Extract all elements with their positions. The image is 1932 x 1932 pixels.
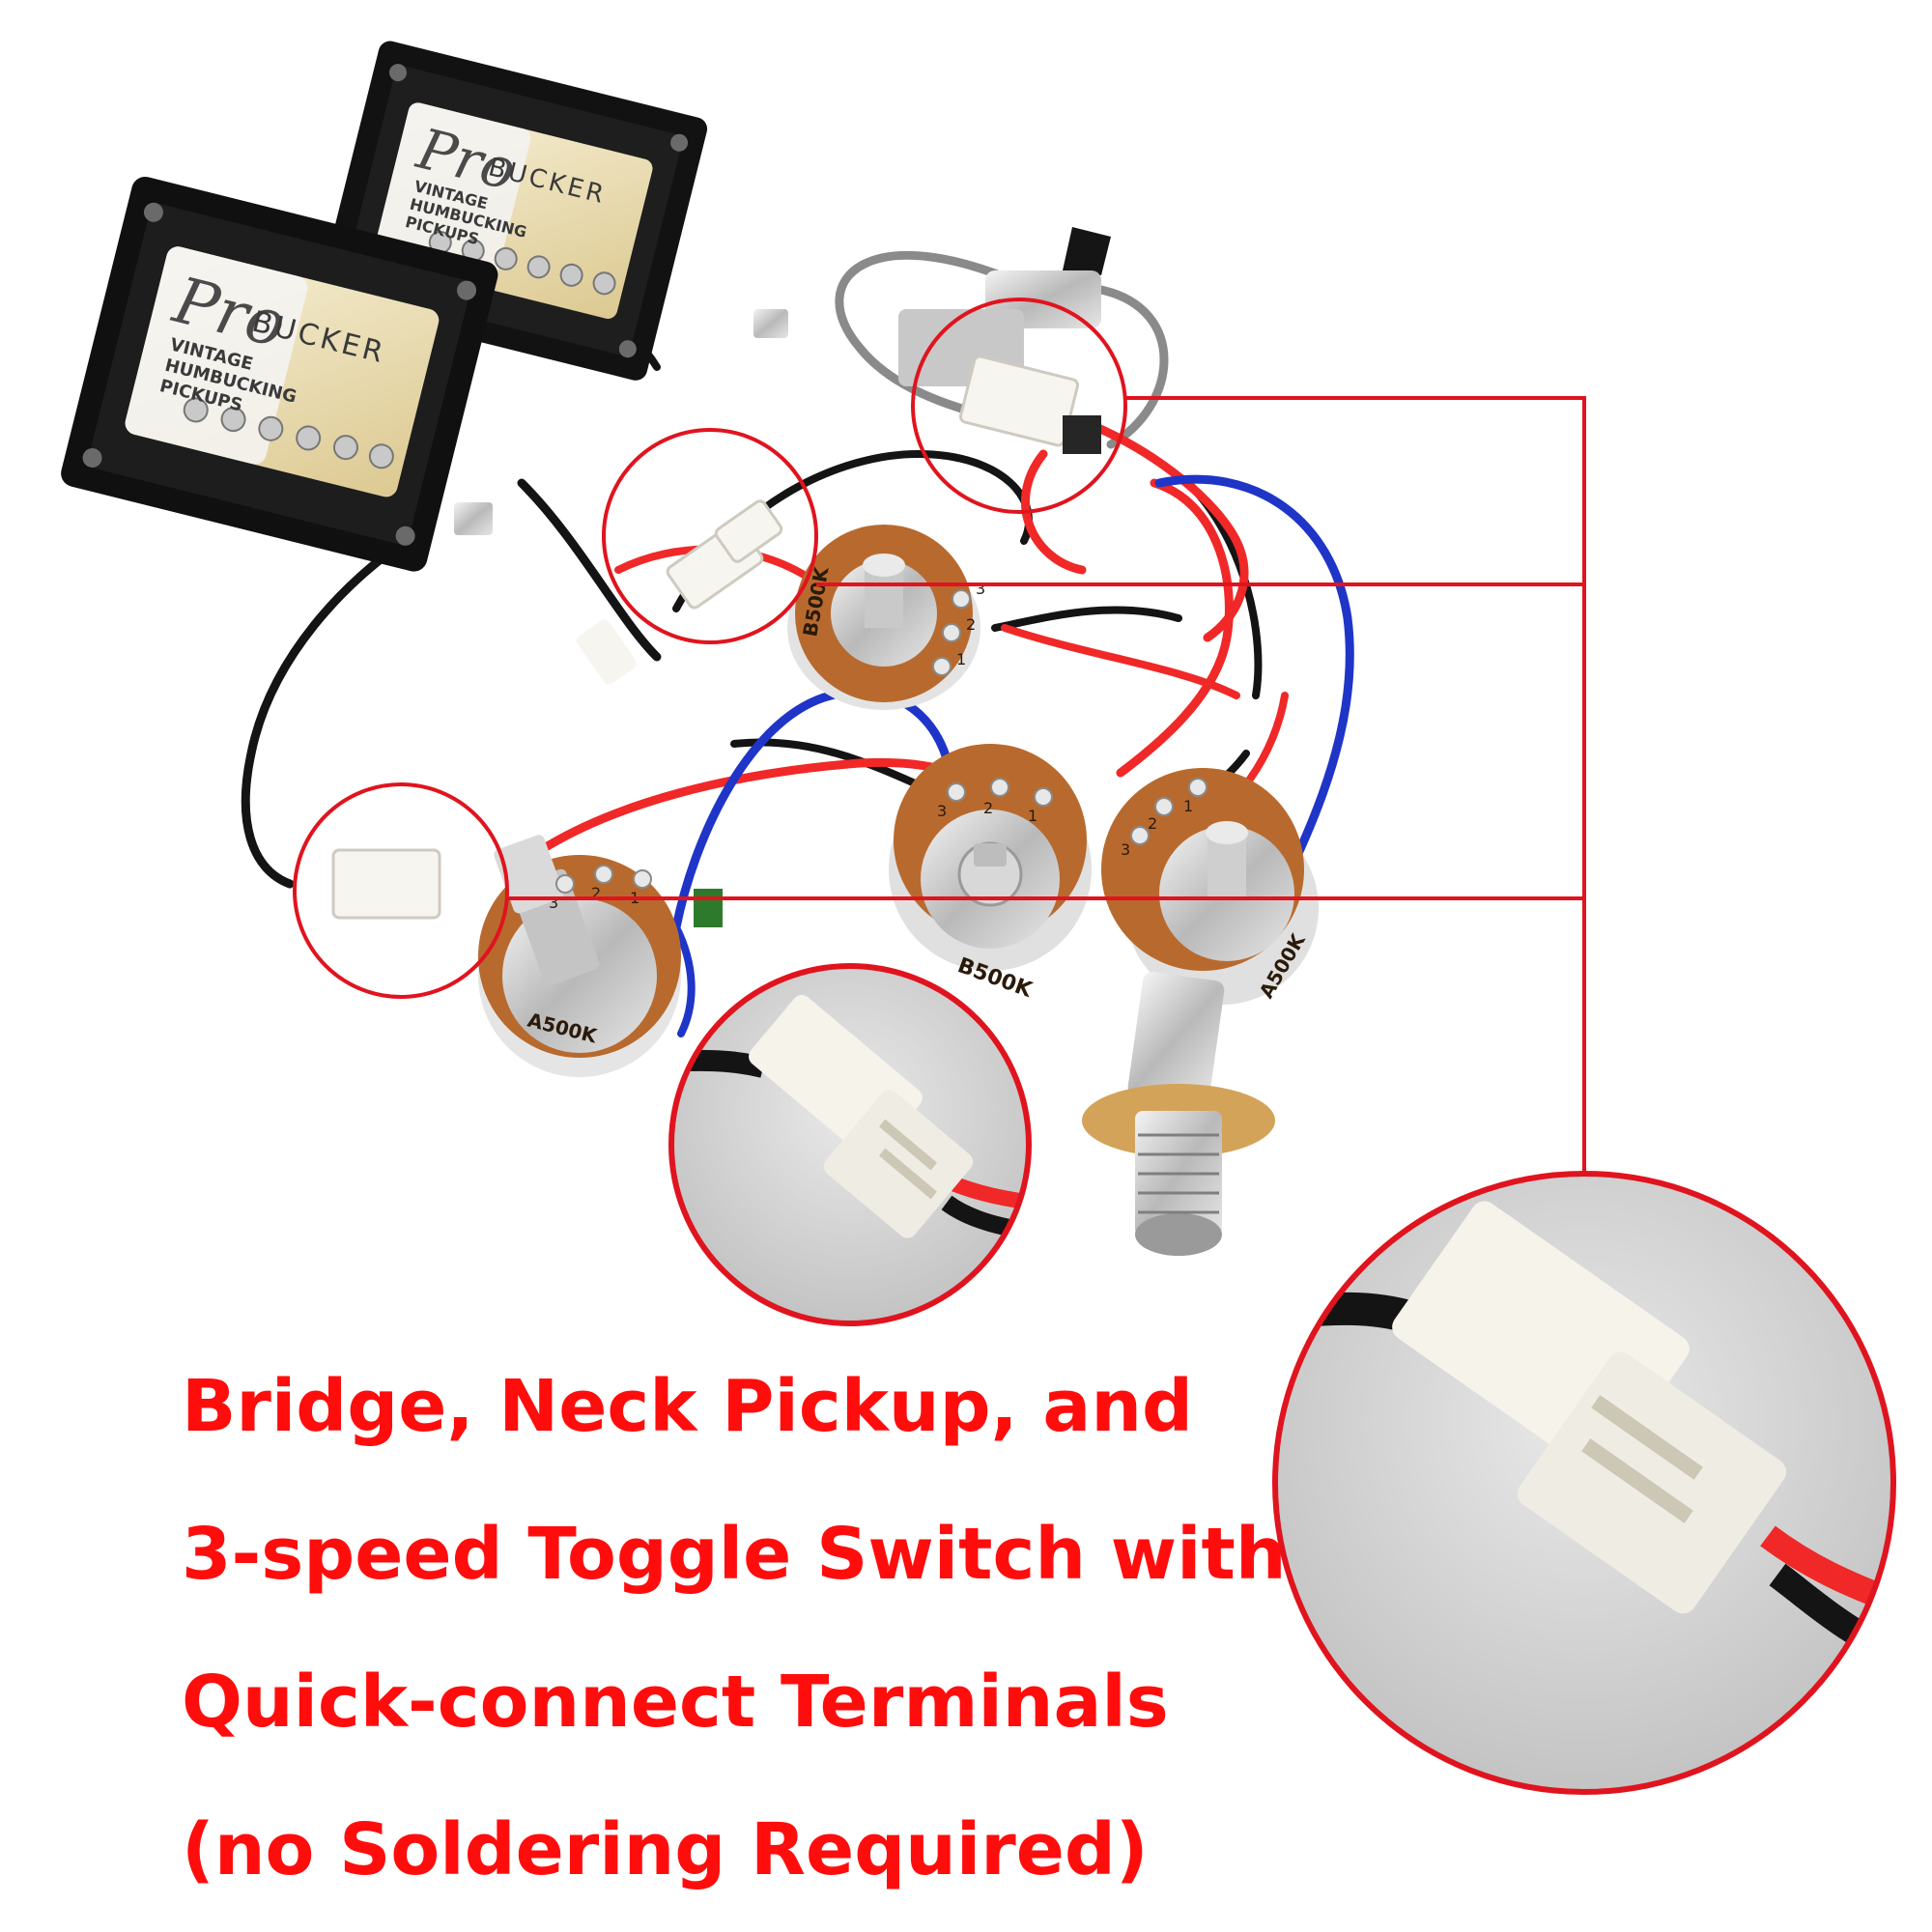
potentiometer-a500k-left: A500K 3 2 1 [478,835,723,1077]
black-wire [241,536,411,889]
red-wire [1116,478,1234,778]
caption-line-3: Quick-connect Terminals [182,1661,1169,1744]
black-wire [517,478,662,662]
pot-terminal-number: 2 [983,799,993,817]
callout-leader-line [1125,396,1586,1174]
pot-terminal-number: 3 [1121,840,1130,859]
toggle-lever [1063,227,1111,275]
toggle-switch [898,227,1111,454]
callout-circle-switch [911,298,1127,514]
pot-terminal-number: 3 [549,894,558,912]
pot-terminal-number: 2 [966,615,976,634]
pot-terminal-number: 3 [976,580,985,598]
caption-line-1: Bridge, Neck Pickup, and [182,1365,1194,1448]
humbucker-pickup-neck: Pro BUCKER VINTAGE HUMBUCKING PICKUPS [318,41,708,381]
pickup-height-screws [454,309,788,535]
callout-circle-neck [602,428,818,644]
black-wire [991,606,1182,632]
callout-annotations [293,298,1586,1174]
blue-wire [672,923,696,1037]
potentiometer-b500k-middle: B500K 3 2 1 [889,744,1092,1003]
feature-caption: Bridge, Neck Pickup, and 3-speed Toggle … [182,1333,1293,1924]
pot-terminal-number: 1 [1183,797,1193,815]
potentiometer-a500k-right: A500K 3 2 1 [1101,768,1319,1005]
pot-terminal-number: 3 [937,802,947,820]
caption-line-2: 3-speed Toggle Switch with [182,1513,1287,1596]
zoom-inset-connector-large [1272,1171,1896,1795]
red-wire [1001,624,1240,699]
grey-wire [1096,285,1169,449]
humbucker-pickup-bridge: Pro BUCKER VINTAGE HUMBUCKING PICKUPS [61,176,498,572]
zoom-inset-connector-small [668,963,1032,1326]
quick-connector [331,499,783,920]
potentiometer-b500k-top: B500K 3 2 1 [787,525,985,710]
pot-terminal-number: 2 [591,884,601,902]
caption-line-4: (no Soldering Required) [182,1808,1149,1891]
red-wire [1021,449,1087,575]
callout-circle-bridge [293,782,509,999]
output-jack [1082,972,1275,1256]
blue-wire [671,687,956,932]
pot-terminal-number: 2 [1148,814,1157,833]
pot-terminal-number: 1 [1028,807,1037,825]
zoom-ring [668,963,1032,1326]
pot-terminal-number: 1 [956,650,966,668]
